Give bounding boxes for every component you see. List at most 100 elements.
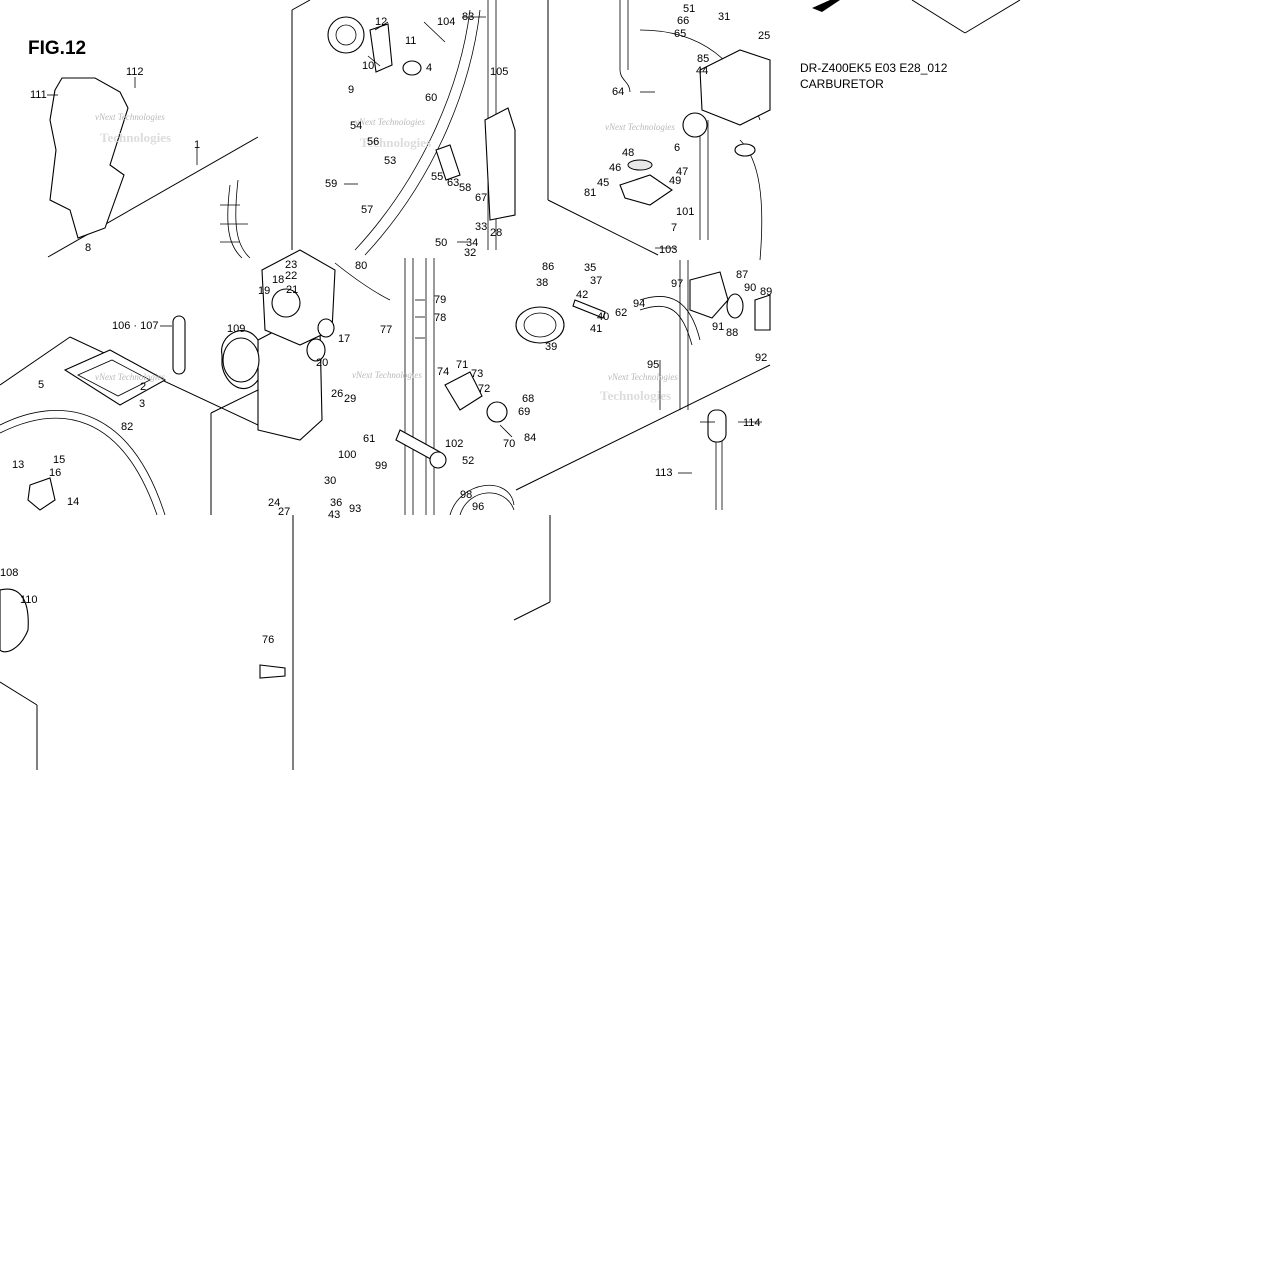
callout-number: 73	[471, 368, 483, 380]
watermark-text: vNext Technologies	[608, 372, 678, 382]
front-arrow-icon	[812, 0, 840, 12]
callout-number: 32	[464, 247, 476, 259]
callout-number: 61	[363, 433, 375, 445]
callout-number: 74	[437, 366, 449, 378]
leader-lines	[47, 16, 762, 474]
callout-number: 93	[349, 503, 361, 515]
callout-number: 69	[518, 406, 530, 418]
callout-number: 14	[67, 496, 79, 508]
callout-number: 44	[696, 65, 708, 77]
tile-borders	[0, 0, 1021, 770]
callout-number: 66	[677, 15, 689, 27]
callout-number: 82	[121, 421, 133, 433]
callout-number: 37	[590, 275, 602, 287]
callout-number: 20	[316, 357, 328, 369]
watermark-text: Technologies	[360, 135, 431, 150]
figure-number: FIG.12	[28, 38, 87, 59]
callout-number: 59	[325, 178, 337, 190]
callout-number: 24	[268, 497, 280, 509]
callout-number: 29	[344, 393, 356, 405]
watermark-text: vNext Technologies	[352, 370, 422, 380]
callout-number: 36	[330, 497, 342, 509]
callout-number: 84	[524, 432, 536, 444]
callout-number: 43	[328, 509, 340, 521]
callout-number: 46	[609, 162, 621, 174]
callout-number: 71	[456, 359, 468, 371]
callout-number: 94	[633, 298, 645, 310]
callout-number: 51	[683, 3, 695, 15]
callout-number: 101	[676, 206, 694, 218]
callout-number: 9	[348, 84, 354, 96]
callout-number: 90	[744, 282, 756, 294]
callout-number: 34	[466, 237, 478, 249]
callout-number: 47	[676, 166, 688, 178]
callout-number: 10	[362, 60, 374, 72]
callout-number: 17	[338, 333, 350, 345]
callout-number: 57	[361, 204, 373, 216]
watermark-text: Technologies	[600, 388, 671, 403]
callout-number: 2	[140, 381, 146, 393]
callout-number: 30	[324, 475, 336, 487]
callout-number: 45	[597, 177, 609, 189]
callout-number: 16	[49, 467, 61, 479]
callout-number: 91	[712, 321, 724, 333]
watermark-text: vNext Technologies	[355, 117, 425, 127]
callout-number: 70	[503, 438, 515, 450]
callout-number: 26	[331, 388, 343, 400]
callout-number: 114	[743, 417, 761, 429]
callout-number: 5	[38, 379, 44, 391]
callout-number: 79	[434, 294, 446, 306]
callout-number: 111	[30, 89, 47, 101]
callout-number: 103	[659, 244, 677, 256]
callout-number: 65	[674, 28, 686, 40]
callout-number: 49	[669, 175, 681, 187]
callout-number: 48	[622, 147, 634, 159]
callout-number: 87	[736, 269, 748, 281]
callout-number: 33	[475, 221, 487, 233]
callout-number: 58	[459, 182, 471, 194]
callout-number: 21	[286, 284, 298, 296]
callout-number: 40	[597, 311, 609, 323]
callout-number: 18	[272, 274, 284, 286]
callout-number: 108	[0, 567, 18, 579]
callout-number: 62	[615, 307, 627, 319]
callout-number: 35	[584, 262, 596, 274]
callout-number: 72	[478, 383, 490, 395]
callout-number: 4	[426, 62, 432, 74]
callout-number: 110	[20, 594, 38, 606]
callout-number: 19	[258, 285, 270, 297]
callout-number: 22	[285, 270, 297, 282]
callout-number: 112	[126, 66, 144, 78]
callout-number: 95	[647, 359, 659, 371]
callout-number: 68	[522, 393, 534, 405]
callout-number: 42	[576, 289, 588, 301]
watermark-text: vNext Technologies	[95, 112, 165, 122]
callout-number: 113	[655, 467, 673, 479]
callout-labels: 1234567891011121314151617181920212223242…	[0, 3, 772, 646]
watermark-text: vNext Technologies	[95, 372, 165, 382]
part-shapes	[0, 16, 771, 679]
callout-number: 88	[726, 327, 738, 339]
callout-number: 39	[545, 341, 557, 353]
callout-number: 55	[431, 171, 443, 183]
callout-number: 38	[536, 277, 548, 289]
callout-number: 28	[490, 227, 502, 239]
callout-number: 81	[584, 187, 596, 199]
callout-number: 100	[338, 449, 356, 461]
callout-number: 53	[384, 155, 396, 167]
callout-number: 97	[671, 278, 683, 290]
callout-number: 86	[542, 261, 554, 273]
model-code: DR-Z400EK5 E03 E28_012	[800, 61, 948, 75]
callout-number: 31	[718, 11, 730, 23]
callout-number: 67	[475, 192, 487, 204]
callout-number: 8	[85, 242, 91, 254]
callout-number: 104	[437, 16, 455, 28]
callout-number: 52	[462, 455, 474, 467]
callout-number: 60	[425, 92, 437, 104]
callout-number: 1	[194, 139, 200, 151]
callout-number: 50	[435, 237, 447, 249]
callout-number: 105	[490, 66, 508, 78]
callout-number: 56	[367, 136, 379, 148]
